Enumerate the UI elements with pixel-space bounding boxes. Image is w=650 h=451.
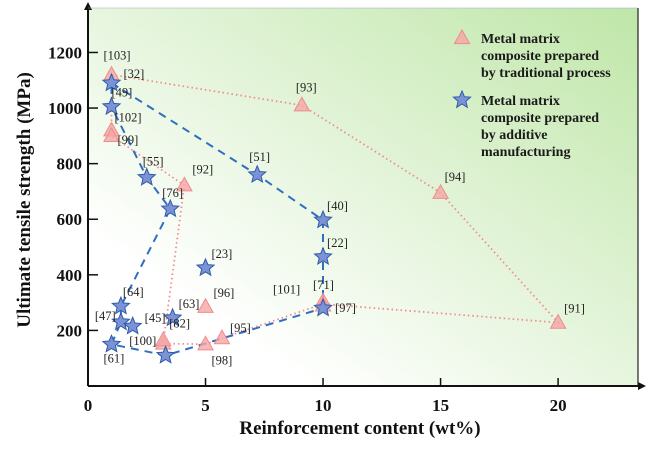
triangle-marker [197,297,214,313]
triangle-marker [293,96,311,112]
y-tick-label: 200 [57,321,83,340]
triangle-marker [213,329,231,345]
star-marker [162,307,183,327]
y-axis-label: Ultimate tensile strength (MPa) [14,72,35,328]
y-tick-label: 600 [57,210,83,229]
point-label: [99] [118,133,139,147]
point-label: [92] [192,162,213,176]
x-axis-arrow [638,382,646,390]
point-label: [102] [115,110,142,124]
point-label: [45] [145,311,166,325]
y-axis-arrow [84,2,92,10]
legend-star-icon [452,89,472,109]
y-tick-label: 1000 [48,99,82,118]
legend-entry-text: by traditional process [481,66,611,81]
star-marker [101,72,122,92]
point-label: [76] [162,186,183,200]
triangle-marker [549,313,567,329]
point-label: [101] [273,282,300,296]
x-tick-label: 20 [550,396,567,415]
point-label: [100] [129,334,156,348]
triangle-marker [175,176,193,192]
legend-entry-text: by additive [481,128,548,143]
star-marker [101,96,122,116]
y-tick-label: 400 [57,266,83,285]
triangle-marker [154,331,172,347]
point-label: [82] [169,316,190,330]
point-label: [51] [249,150,270,164]
x-tick-label: 10 [315,396,332,415]
point-label: [61] [104,351,125,365]
star-marker [313,209,333,229]
star-marker [111,295,131,315]
legend-entry-text: composite prepared [481,49,599,64]
point-label: [95] [230,321,251,335]
star-marker [101,334,122,353]
triangle-marker [432,183,450,199]
point-label: [98] [212,353,233,367]
star-marker [195,257,216,277]
star-marker [111,311,131,331]
legend-entry-text: manufacturing [481,145,570,160]
legend-entry-text: Metal matrix [481,94,560,109]
point-label: [55] [143,155,164,169]
triangle-marker [103,126,120,142]
point-label: [40] [327,199,348,213]
y-tick-label: 800 [57,155,83,174]
point-label: [103] [104,49,131,63]
point-label: [22] [327,236,348,250]
x-tick-label: 5 [201,396,210,415]
triangle-marker [197,335,214,351]
legend-triangle-icon [453,28,471,45]
star-marker [160,198,181,218]
x-tick-label: 15 [432,396,449,415]
star-marker [122,315,143,335]
point-label: [63] [179,297,200,311]
x-tick-label: 0 [84,396,93,415]
point-label: [23] [212,247,233,261]
point-label: [64] [123,285,144,299]
legend: Metal matrix composite prepared by traditi… [452,28,611,160]
point-label: [94] [445,170,466,184]
x-axis-label: Reinforcement content (wt%) [239,418,480,439]
star-marker [155,345,176,364]
plot-background [88,8,638,386]
star-marker [313,297,333,317]
point-label: [32] [124,67,145,81]
point-label: [93] [296,80,317,94]
star-marker [247,164,268,184]
point-label: [91] [564,302,585,316]
star-marker [136,167,157,186]
point-label: [47] [95,309,116,323]
y-tick-label: 1200 [48,43,82,62]
point-label: [96] [214,286,235,300]
legend-entry-text: Metal matrix [481,32,560,47]
point-label: [97] [335,301,356,315]
legend-entry-text: composite prepared [481,111,599,126]
point-label: [49] [112,86,133,100]
star-marker [313,246,333,266]
point-label: [71] [313,278,334,292]
